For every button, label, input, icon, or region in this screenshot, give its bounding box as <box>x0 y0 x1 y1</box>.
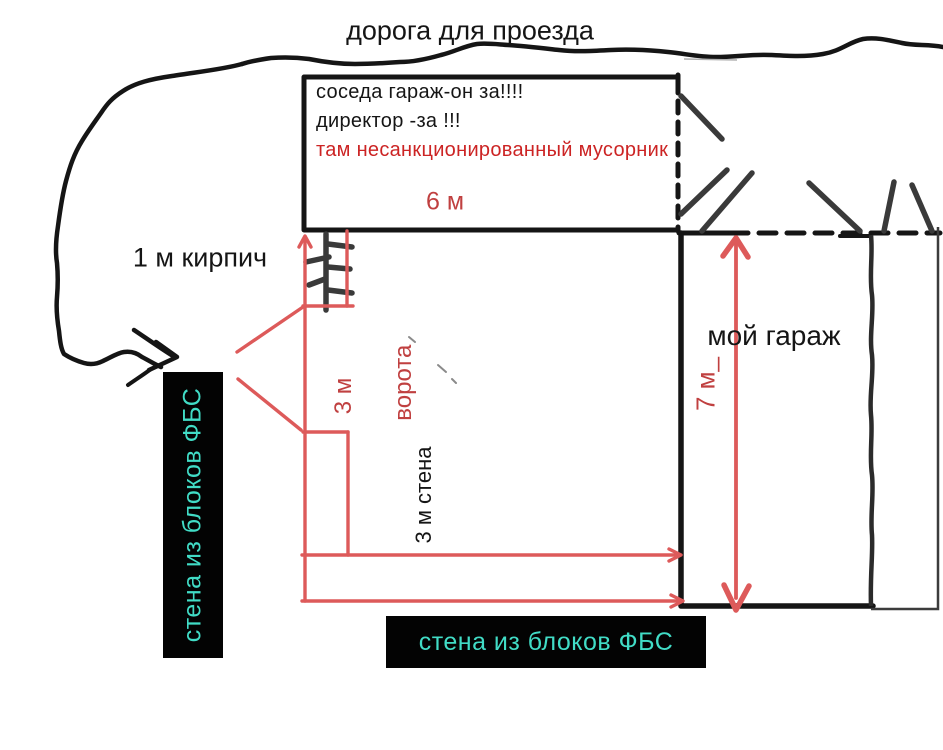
my-garage-outline <box>678 230 876 609</box>
wall-3m-label: 3 м стена <box>411 446 436 544</box>
fbs-wall-bottom-box: стена из блоков ФБС <box>386 616 706 668</box>
road-line <box>239 36 943 67</box>
my-garage-label: мой гараж <box>707 320 841 351</box>
fbs-wall-bottom-label: стена из блоков ФБС <box>418 627 674 656</box>
gate-dimension-label: 3 м ворота <box>329 345 419 448</box>
pencil-flecks <box>408 336 457 384</box>
brick-hatch <box>303 231 355 313</box>
freehand-arrow-tail <box>126 367 153 387</box>
freehand-arrow-head <box>146 339 180 373</box>
neighbor-garage-outline <box>301 72 681 233</box>
fbs-wall-left-box: стена из блоков ФБС <box>163 372 223 658</box>
neighbor-garage-note-1: соседа гараж-он за!!!! <box>316 81 524 103</box>
gate-dimension-line1: 3 м <box>330 377 357 415</box>
plot-red-outline <box>297 229 685 609</box>
brick-wall-label: 1 м кирпич <box>132 242 268 273</box>
my-garage-right-sketchy <box>868 234 875 607</box>
road-label: дорога для проезда <box>346 15 594 46</box>
freehand-boundary-curve <box>53 61 245 370</box>
gate-callout <box>235 305 305 432</box>
adjacent-structure-outline <box>871 227 940 611</box>
garage-height-label: 7 м_ <box>690 356 721 412</box>
road-underline-mark <box>683 58 738 61</box>
neighbor-garage-note-3: там несанкционированный мусорник <box>316 139 669 161</box>
neighbor-garage-width-label: 6 м <box>425 187 465 216</box>
fbs-wall-left-label: стена из блоков ФБС <box>178 387 207 643</box>
neighbor-garage-note-2: директор -за !!! <box>316 110 461 132</box>
gate-dimension-line2: ворота <box>390 344 417 421</box>
height-arrow <box>720 235 752 613</box>
hatch-marks <box>678 93 935 234</box>
